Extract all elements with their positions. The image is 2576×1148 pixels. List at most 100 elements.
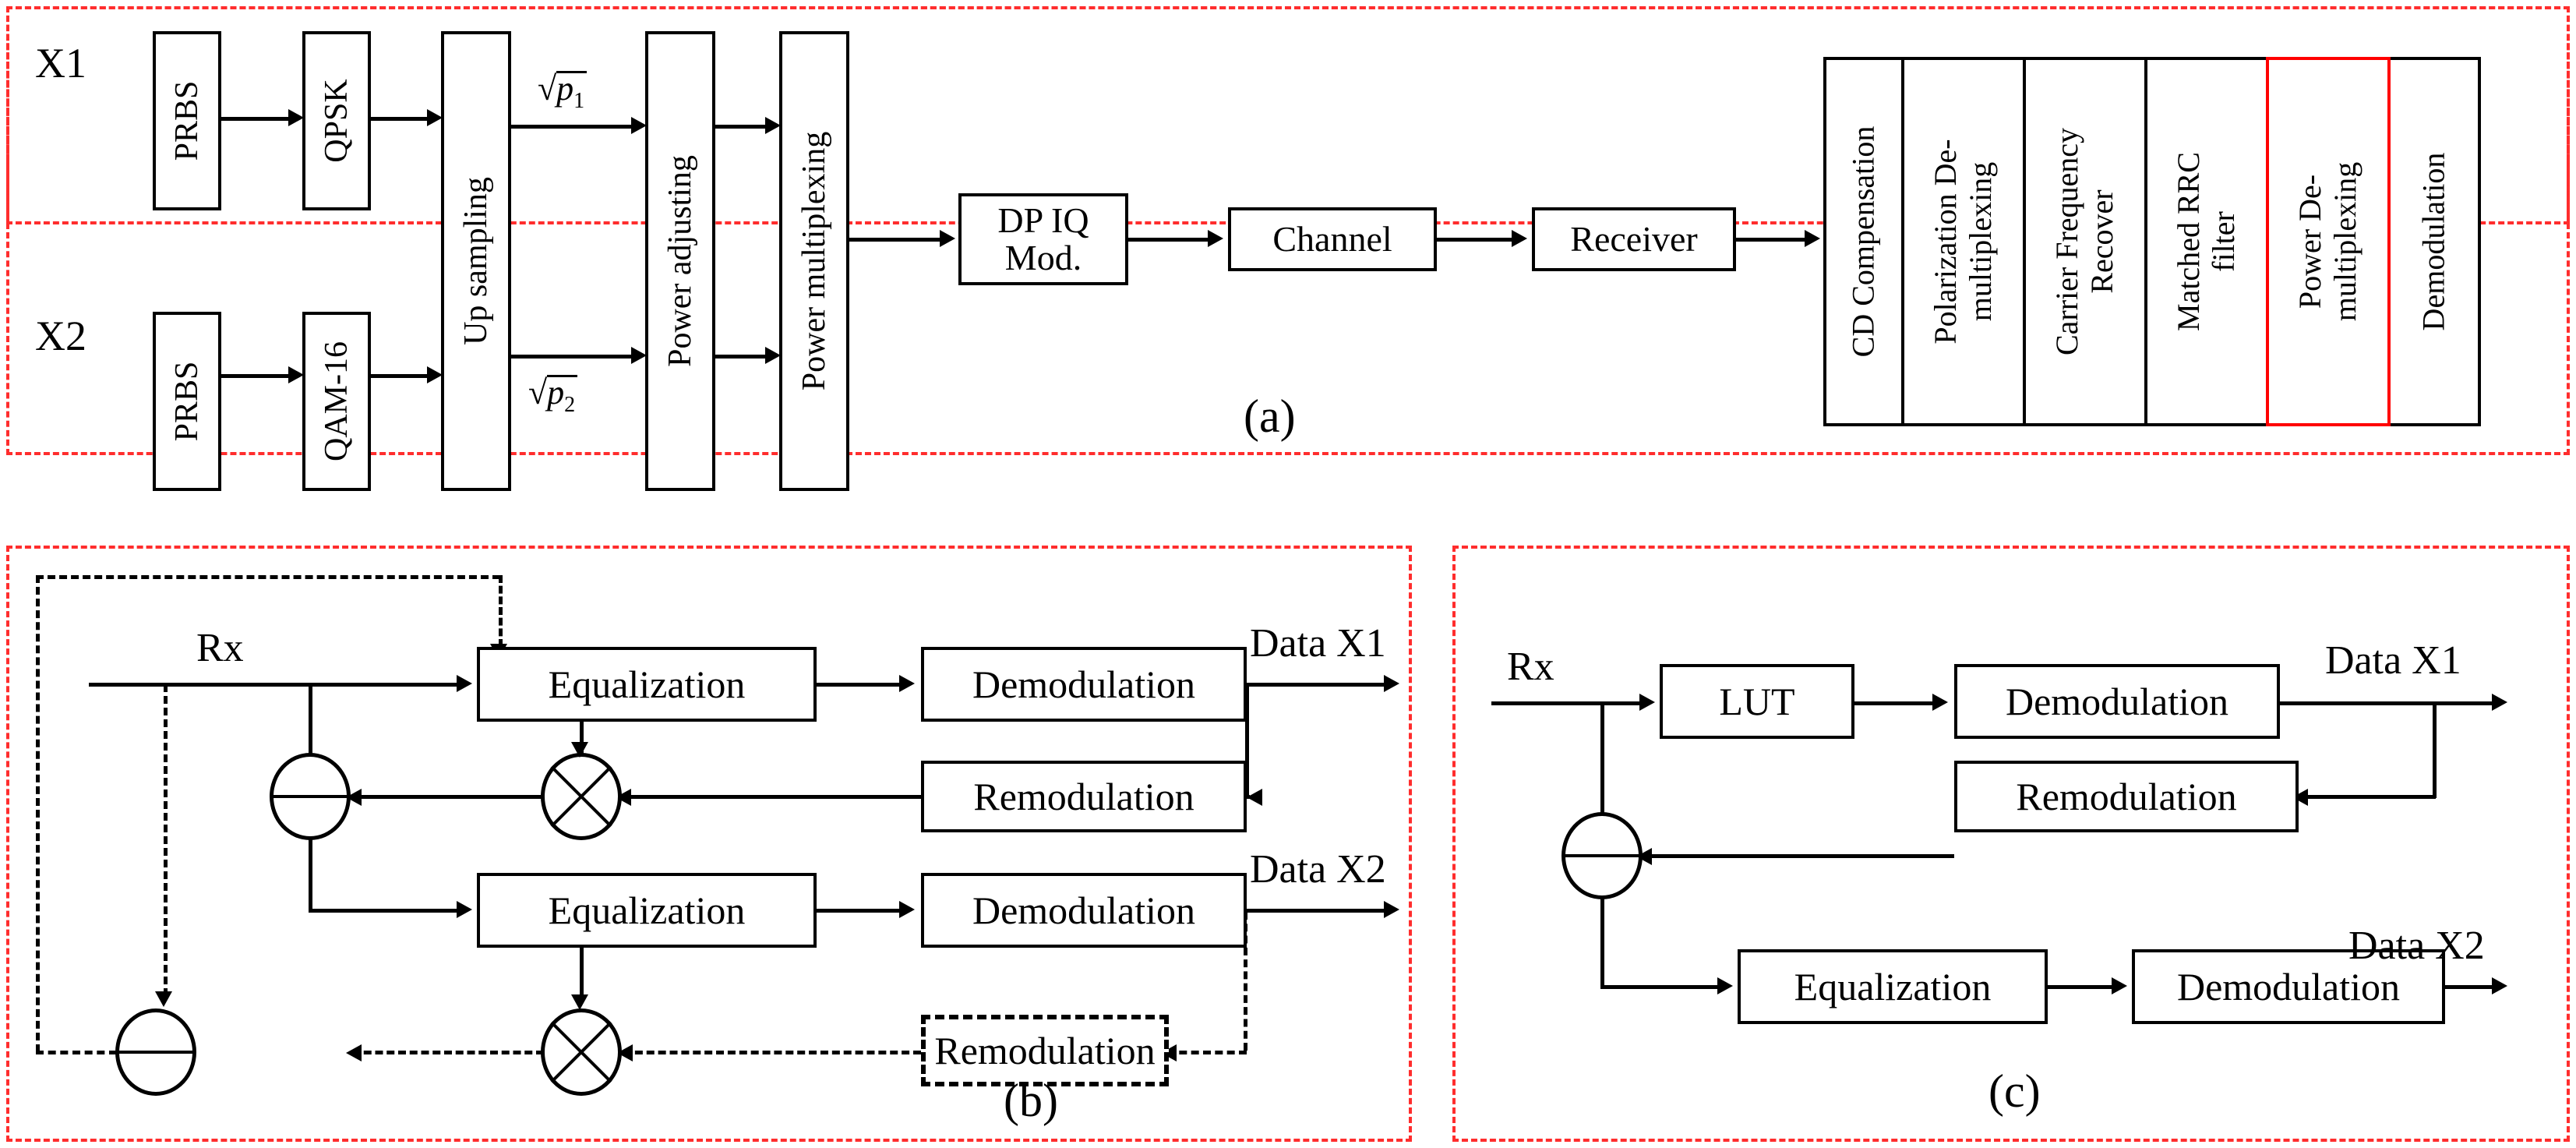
block-demodulation-1-label: Demodulation — [972, 662, 1196, 706]
block-demodulation-2-c[interactable]: Demodulation — [2132, 949, 2445, 1024]
block-lut-label: LUT — [1719, 679, 1795, 723]
gain-symbol-p2: p — [547, 373, 565, 412]
arrowhead-rx-to-equalization1 — [457, 675, 472, 692]
subtract-1-bar — [272, 795, 348, 798]
block-lut[interactable]: LUT — [1660, 664, 1854, 739]
panel-c-output-label-data-x1: Data X1 — [2325, 638, 2461, 683]
radical-icon-p2: √ — [528, 373, 548, 412]
arrowhead-dpiq-channel — [1208, 230, 1223, 247]
block-channel[interactable]: Channel — [1228, 207, 1437, 271]
block-equalization-c[interactable]: Equalization — [1738, 949, 2048, 1024]
panel-b-data-x2-line — [1247, 909, 1390, 913]
panel-b-subtract1-out-v — [309, 839, 312, 912]
gain-symbol-p1: p — [556, 69, 574, 108]
panel-b-output-label-data-x1: Data X1 — [1250, 621, 1386, 666]
subtract-2-bar — [118, 1051, 194, 1054]
arrowhead-multiply2-subtract2 — [346, 1044, 362, 1061]
power-demux-line2: multiplexing — [2327, 161, 2363, 322]
panel-b-feedback-rail-bottom — [36, 1051, 117, 1054]
input-label-x1: X1 — [35, 40, 86, 87]
block-matched-rrc-filter[interactable]: Matched RRC filter — [2144, 57, 2269, 426]
block-receiver-label: Receiver — [1570, 218, 1698, 259]
arrowhead-qpsk-upsampling — [427, 109, 443, 126]
arrow-equalization-to-demodulation2-c — [2048, 985, 2118, 989]
block-cd-compensation[interactable]: CD Compensation — [1823, 57, 1904, 426]
arrowhead-rx-dashed-branch — [155, 991, 172, 1007]
block-dp-iq-mod[interactable]: DP IQ Mod. — [958, 193, 1128, 285]
block-equalization-c-label: Equalization — [1794, 964, 1992, 1008]
panel-b-input-label-rx: Rx — [196, 626, 244, 670]
arrowhead-channel-receiver — [1512, 230, 1527, 247]
arrow-multiply2-to-subtract2 — [352, 1051, 544, 1054]
matched-rrc-line1: Matched RRC — [2171, 152, 2207, 331]
panel-c-rx-branch — [1600, 701, 1604, 818]
block-up-sampling[interactable]: Up sampling — [441, 31, 511, 491]
gain-label-sqrt-p2: √p2 — [528, 373, 575, 418]
arrowhead-rx-to-lut — [1639, 694, 1655, 711]
block-up-sampling-label: Up sampling — [457, 177, 494, 345]
arrow-equalization2-to-demodulation2 — [817, 909, 905, 913]
arrowhead-powermux-dpiq — [940, 230, 955, 247]
arrow-prbs1-to-qpsk — [221, 117, 290, 121]
panel-b-feedback-to-equalization1 — [499, 575, 503, 647]
arrow-remodulation2-to-multiply2 — [623, 1051, 921, 1054]
arrow-receiver-to-rxchain — [1736, 238, 1811, 242]
arrow-prbs2-to-qam16 — [221, 374, 290, 378]
arrow-qpsk-to-upsampling — [371, 117, 429, 121]
block-remodulation-c[interactable]: Remodulation — [1954, 761, 2299, 832]
block-channel-label: Channel — [1272, 218, 1392, 259]
block-equalization-2[interactable]: Equalization — [477, 873, 817, 948]
block-demodulation-rx[interactable]: Demodulation — [2387, 57, 2481, 426]
block-qam16[interactable]: QAM-16 — [302, 312, 371, 491]
gain-label-sqrt-p1: √p1 — [538, 69, 584, 114]
panel-b-data-x2-dashed-tap-h — [1167, 1051, 1247, 1054]
block-dp-iq-mod-line2: Mod. — [1004, 238, 1082, 277]
arrow-lut-to-demodulation1 — [1854, 701, 1939, 705]
arrow-remodulation1-to-multiply1 — [620, 795, 921, 799]
block-power-multiplexing[interactable]: Power multiplexing — [779, 31, 849, 491]
block-remodulation-2-dashed[interactable]: Remodulation — [921, 1015, 1169, 1086]
arrowhead-into-remodulation1 — [1247, 789, 1262, 806]
arrow-channel-to-receiver — [1437, 238, 1518, 242]
block-qpsk[interactable]: QPSK — [302, 31, 371, 210]
subtract-c-bar — [1564, 854, 1640, 857]
arrow-poweradj-to-powermux-x2 — [715, 355, 767, 359]
block-power-demultiplexing-label: Power De- multiplexing — [2292, 62, 2363, 421]
arrowhead-data-x1 — [1384, 675, 1399, 692]
panel-b-rx-solid-branch — [309, 683, 312, 761]
block-dp-iq-mod-line1: DP IQ — [997, 200, 1089, 240]
block-matched-rrc-filter-label: Matched RRC filter — [2171, 62, 2242, 421]
block-prbs-x1[interactable]: PRBS — [153, 31, 221, 210]
block-cd-compensation-label: CD Compensation — [1845, 125, 1881, 358]
arrowhead-eq1-multiply1 — [571, 742, 588, 758]
block-polarization-demultiplexing[interactable]: Polarization De- multiplexing — [1901, 57, 2026, 426]
block-power-demultiplexing-highlighted[interactable]: Power De- multiplexing — [2266, 57, 2391, 426]
block-qam16-label: QAM-16 — [318, 341, 355, 461]
panel-c-subtract-out-v — [1600, 898, 1604, 988]
panel-b-rx-dashed-branch — [164, 684, 168, 996]
arrowhead-receiver-rxchain — [1805, 230, 1820, 247]
arrowhead-qam16-upsampling — [427, 366, 443, 383]
block-demodulation-2[interactable]: Demodulation — [921, 873, 1247, 948]
block-demodulation-2-c-label: Demodulation — [2176, 964, 2401, 1008]
block-receiver[interactable]: Receiver — [1532, 207, 1736, 271]
block-equalization-1[interactable]: Equalization — [477, 647, 817, 722]
block-polarization-demultiplexing-label: Polarization De- multiplexing — [1928, 62, 1999, 421]
arrowhead-prbs2-qam16 — [288, 366, 304, 383]
block-power-adjusting[interactable]: Power adjusting — [645, 31, 715, 491]
block-remodulation-1-label: Remodulation — [973, 774, 1194, 818]
panel-c-output-label-data-x2: Data X2 — [2348, 924, 2485, 968]
block-carrier-frequency-recover[interactable]: Carrier Frequency Recover — [2023, 57, 2147, 426]
block-demodulation-1[interactable]: Demodulation — [921, 647, 1247, 722]
block-prbs-x2[interactable]: PRBS — [153, 312, 221, 491]
block-power-adjusting-label: Power adjusting — [662, 155, 698, 367]
arrowhead-prbs1-qpsk — [288, 109, 304, 126]
block-power-multiplexing-label: Power multiplexing — [796, 131, 832, 391]
panel-c-rx-input-line — [1491, 701, 1646, 705]
block-remodulation-1[interactable]: Remodulation — [921, 761, 1247, 832]
operator-subtract-c — [1561, 812, 1643, 899]
gain-subscript-p1: 1 — [573, 88, 585, 113]
block-demodulation-1-c[interactable]: Demodulation — [1954, 664, 2280, 739]
block-remodulation-2-label: Remodulation — [934, 1028, 1156, 1072]
block-demodulation-1-c-label: Demodulation — [2005, 679, 2229, 723]
